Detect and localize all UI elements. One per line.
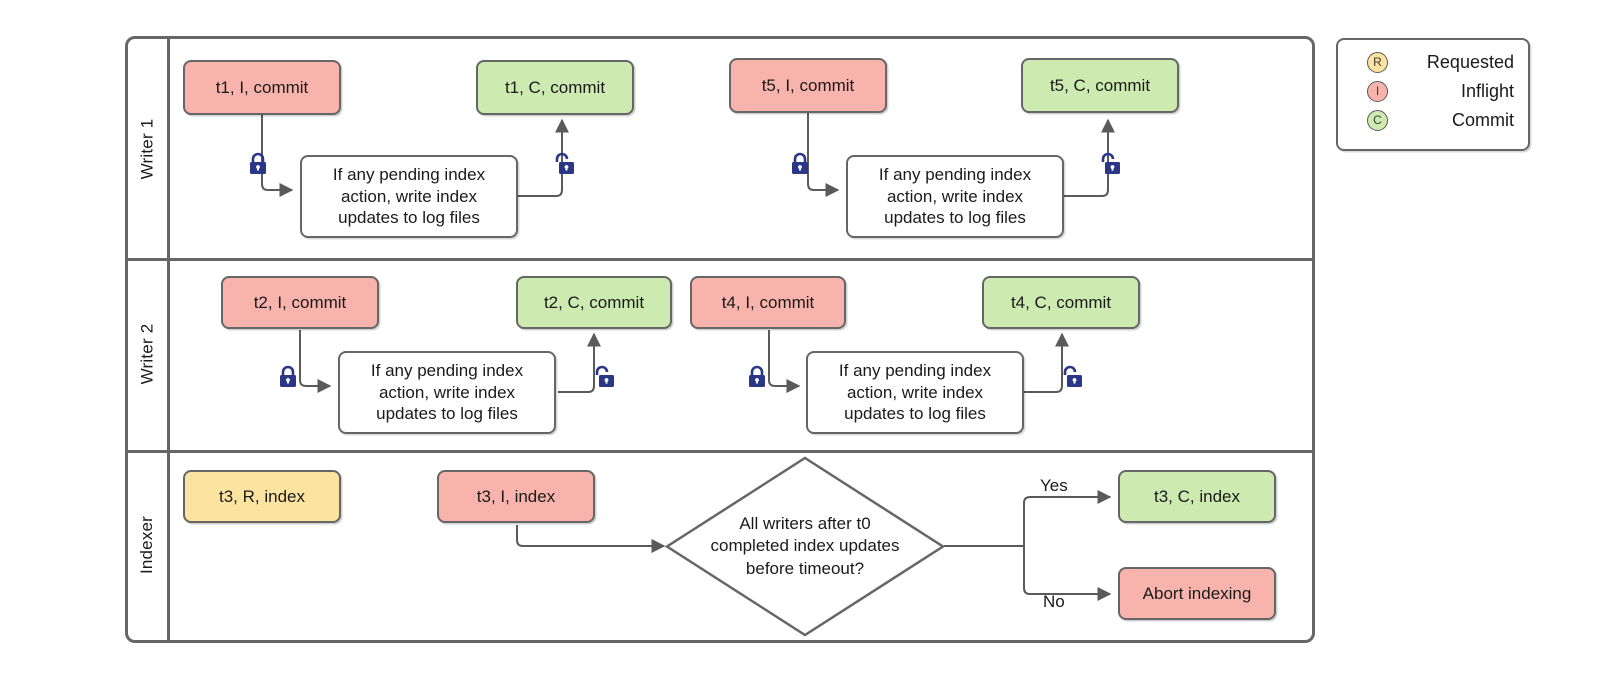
node-t5-process[interactable]: If any pending index action, write index… <box>846 155 1064 238</box>
process-line-1: If any pending index <box>332 164 486 184</box>
lane-header-writer1: Writer 1 <box>128 39 170 258</box>
process-line-3: updates to log files <box>376 404 518 424</box>
process-line-1: If any pending index <box>878 164 1032 184</box>
process-line-2: action, write index <box>340 186 478 206</box>
lane-label-writer1: Writer 1 <box>137 118 157 179</box>
lock-closed-icon <box>789 152 811 176</box>
legend-label-commit: Commit <box>1452 109 1514 130</box>
commit-badge-icon: C <box>1367 109 1388 131</box>
lock-open-icon <box>553 152 575 176</box>
node-abort-indexing[interactable]: Abort indexing <box>1118 567 1276 620</box>
node-t2-commit[interactable]: t2, C, commit <box>516 276 672 329</box>
process-line-3: updates to log files <box>844 404 986 424</box>
node-t3-requested[interactable]: t3, R, index <box>183 470 341 523</box>
process-line-1: If any pending index <box>370 360 524 380</box>
edge-label-no: No <box>1043 592 1065 611</box>
node-t4-inflight[interactable]: t4, I, commit <box>690 276 846 329</box>
lock-open-icon <box>1061 365 1083 389</box>
process-line-2: action, write index <box>378 382 516 402</box>
lock-closed-icon <box>746 365 768 389</box>
legend-item-inflight: I Inflight <box>1338 78 1514 104</box>
lane-header-writer2: Writer 2 <box>128 258 170 450</box>
lane-header-indexer: Indexer <box>128 450 170 640</box>
node-t4-process[interactable]: If any pending index action, write index… <box>806 351 1024 434</box>
lock-closed-icon <box>247 152 269 176</box>
legend-label-requested: Requested <box>1426 51 1514 72</box>
node-t3-inflight[interactable]: t3, I, index <box>437 470 595 523</box>
legend-item-requested: R Requested <box>1338 49 1514 75</box>
lane-label-writer2: Writer 2 <box>137 323 157 385</box>
lane-label-indexer: Indexer <box>137 515 157 575</box>
inflight-badge-icon: I <box>1367 80 1388 102</box>
lock-open-icon <box>1099 152 1121 176</box>
process-line-3: updates to log files <box>884 208 1026 228</box>
lock-closed-icon <box>277 365 299 389</box>
process-line-3: updates to log files <box>338 208 480 228</box>
process-line-2: action, write index <box>886 186 1024 206</box>
lane-divider-2 <box>128 450 1312 453</box>
node-t5-inflight[interactable]: t5, I, commit <box>729 58 887 113</box>
node-t1-commit[interactable]: t1, C, commit <box>476 60 634 115</box>
node-timeout-decision[interactable]: All writers after t0 completed index upd… <box>664 455 946 638</box>
legend-panel: R Requested I Inflight C Commit <box>1336 38 1530 151</box>
node-t5-commit[interactable]: t5, C, commit <box>1021 58 1179 113</box>
legend-label-inflight: Inflight <box>1460 80 1514 101</box>
node-t2-inflight[interactable]: t2, I, commit <box>221 276 379 329</box>
process-line-2: action, write index <box>846 382 984 402</box>
node-t3-commit[interactable]: t3, C, index <box>1118 470 1276 523</box>
requested-badge-icon: R <box>1367 51 1388 73</box>
lock-open-icon <box>593 365 615 389</box>
edge-label-yes: Yes <box>1040 476 1068 495</box>
node-t1-inflight[interactable]: t1, I, commit <box>183 60 341 115</box>
node-t1-process[interactable]: If any pending index action, write index… <box>300 155 518 238</box>
node-t2-process[interactable]: If any pending index action, write index… <box>338 351 556 434</box>
legend-item-commit: C Commit <box>1338 107 1514 133</box>
lane-divider-1 <box>128 258 1312 261</box>
process-line-1: If any pending index <box>838 360 992 380</box>
node-t4-commit[interactable]: t4, C, commit <box>982 276 1140 329</box>
